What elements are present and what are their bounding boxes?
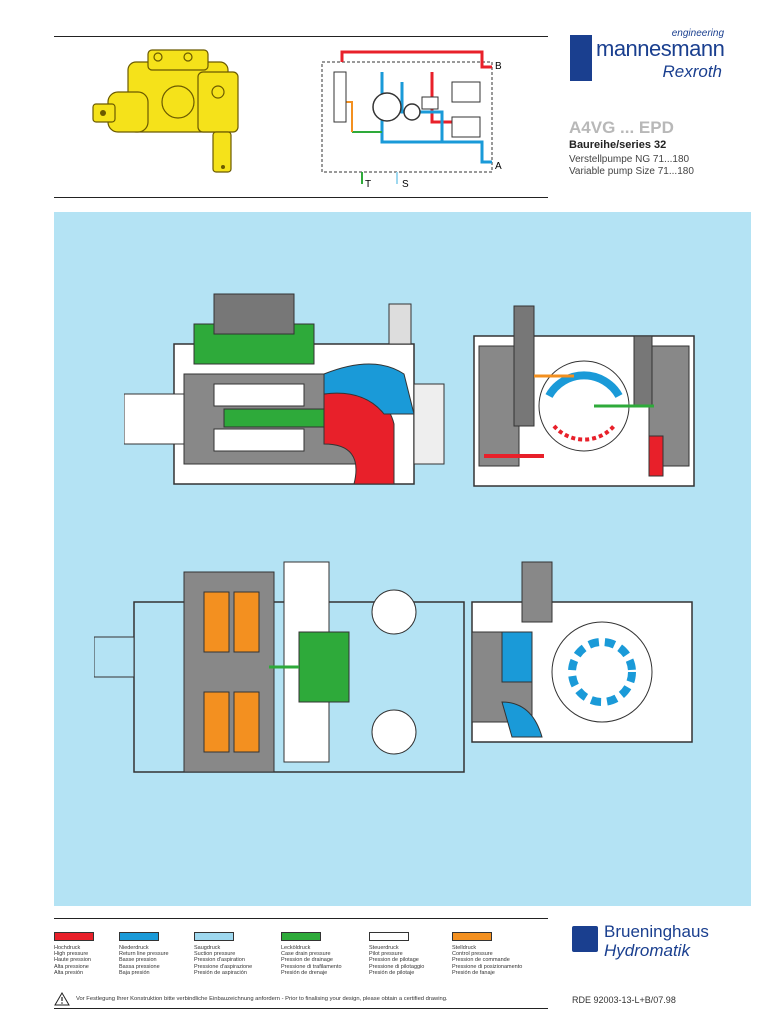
header-rule-top: [54, 36, 548, 37]
mannesmann-m-icon: [570, 35, 592, 81]
product-description-en: Variable pump Size 71...180: [569, 166, 694, 177]
hydraulic-circuit-diagram: B A T S: [321, 50, 502, 190]
mannesmann-rexroth-logo: engineering mannesmann Rexroth: [570, 26, 750, 86]
document-number: RDE 92003-13-L+B/07.98: [572, 995, 676, 1005]
legend-swatch: [194, 932, 234, 941]
front-cross-section: [473, 305, 695, 487]
cross-section-panel: [54, 212, 751, 906]
legend-swatch: [119, 932, 159, 941]
footer-disclaimer: Vor Festlegung Ihrer Konstruktion bitte …: [76, 996, 448, 1002]
legend-swatch: [452, 932, 492, 941]
brand-name: mannesmann: [596, 36, 725, 61]
top-cross-section: [94, 561, 465, 773]
legend-swatch: [54, 932, 94, 941]
side-cross-section: [124, 293, 445, 485]
manufacturer-name-line1: Brueninghaus: [604, 922, 709, 941]
port-s-label: S: [402, 179, 409, 190]
legend-swatch: [281, 932, 321, 941]
series-label: Baureihe/series 32: [569, 139, 667, 151]
port-b-label: B: [495, 61, 502, 72]
product-title: A4VG ... EPD: [569, 118, 674, 137]
legend-rule: [54, 918, 548, 919]
legend-swatch: [369, 932, 409, 941]
brueninghaus-hydromatik-logo: Brueninghaus Hydromatik: [572, 920, 752, 970]
end-cross-section: [471, 561, 693, 743]
pump-illustration: [92, 49, 239, 173]
brand-tagline: engineering: [671, 28, 724, 39]
port-t-label: T: [365, 179, 371, 190]
port-a-label: A: [495, 161, 502, 172]
header-rule-bottom: [54, 197, 548, 198]
manufacturer-name-line2: Hydromatik: [604, 941, 690, 960]
product-description-de: Verstellpumpe NG 71...180: [569, 154, 690, 165]
brueninghaus-logo-icon: [572, 926, 598, 952]
brand-subname: Rexroth: [662, 62, 722, 81]
footer-rule: [54, 1008, 548, 1009]
warning-icon: [54, 992, 70, 1006]
